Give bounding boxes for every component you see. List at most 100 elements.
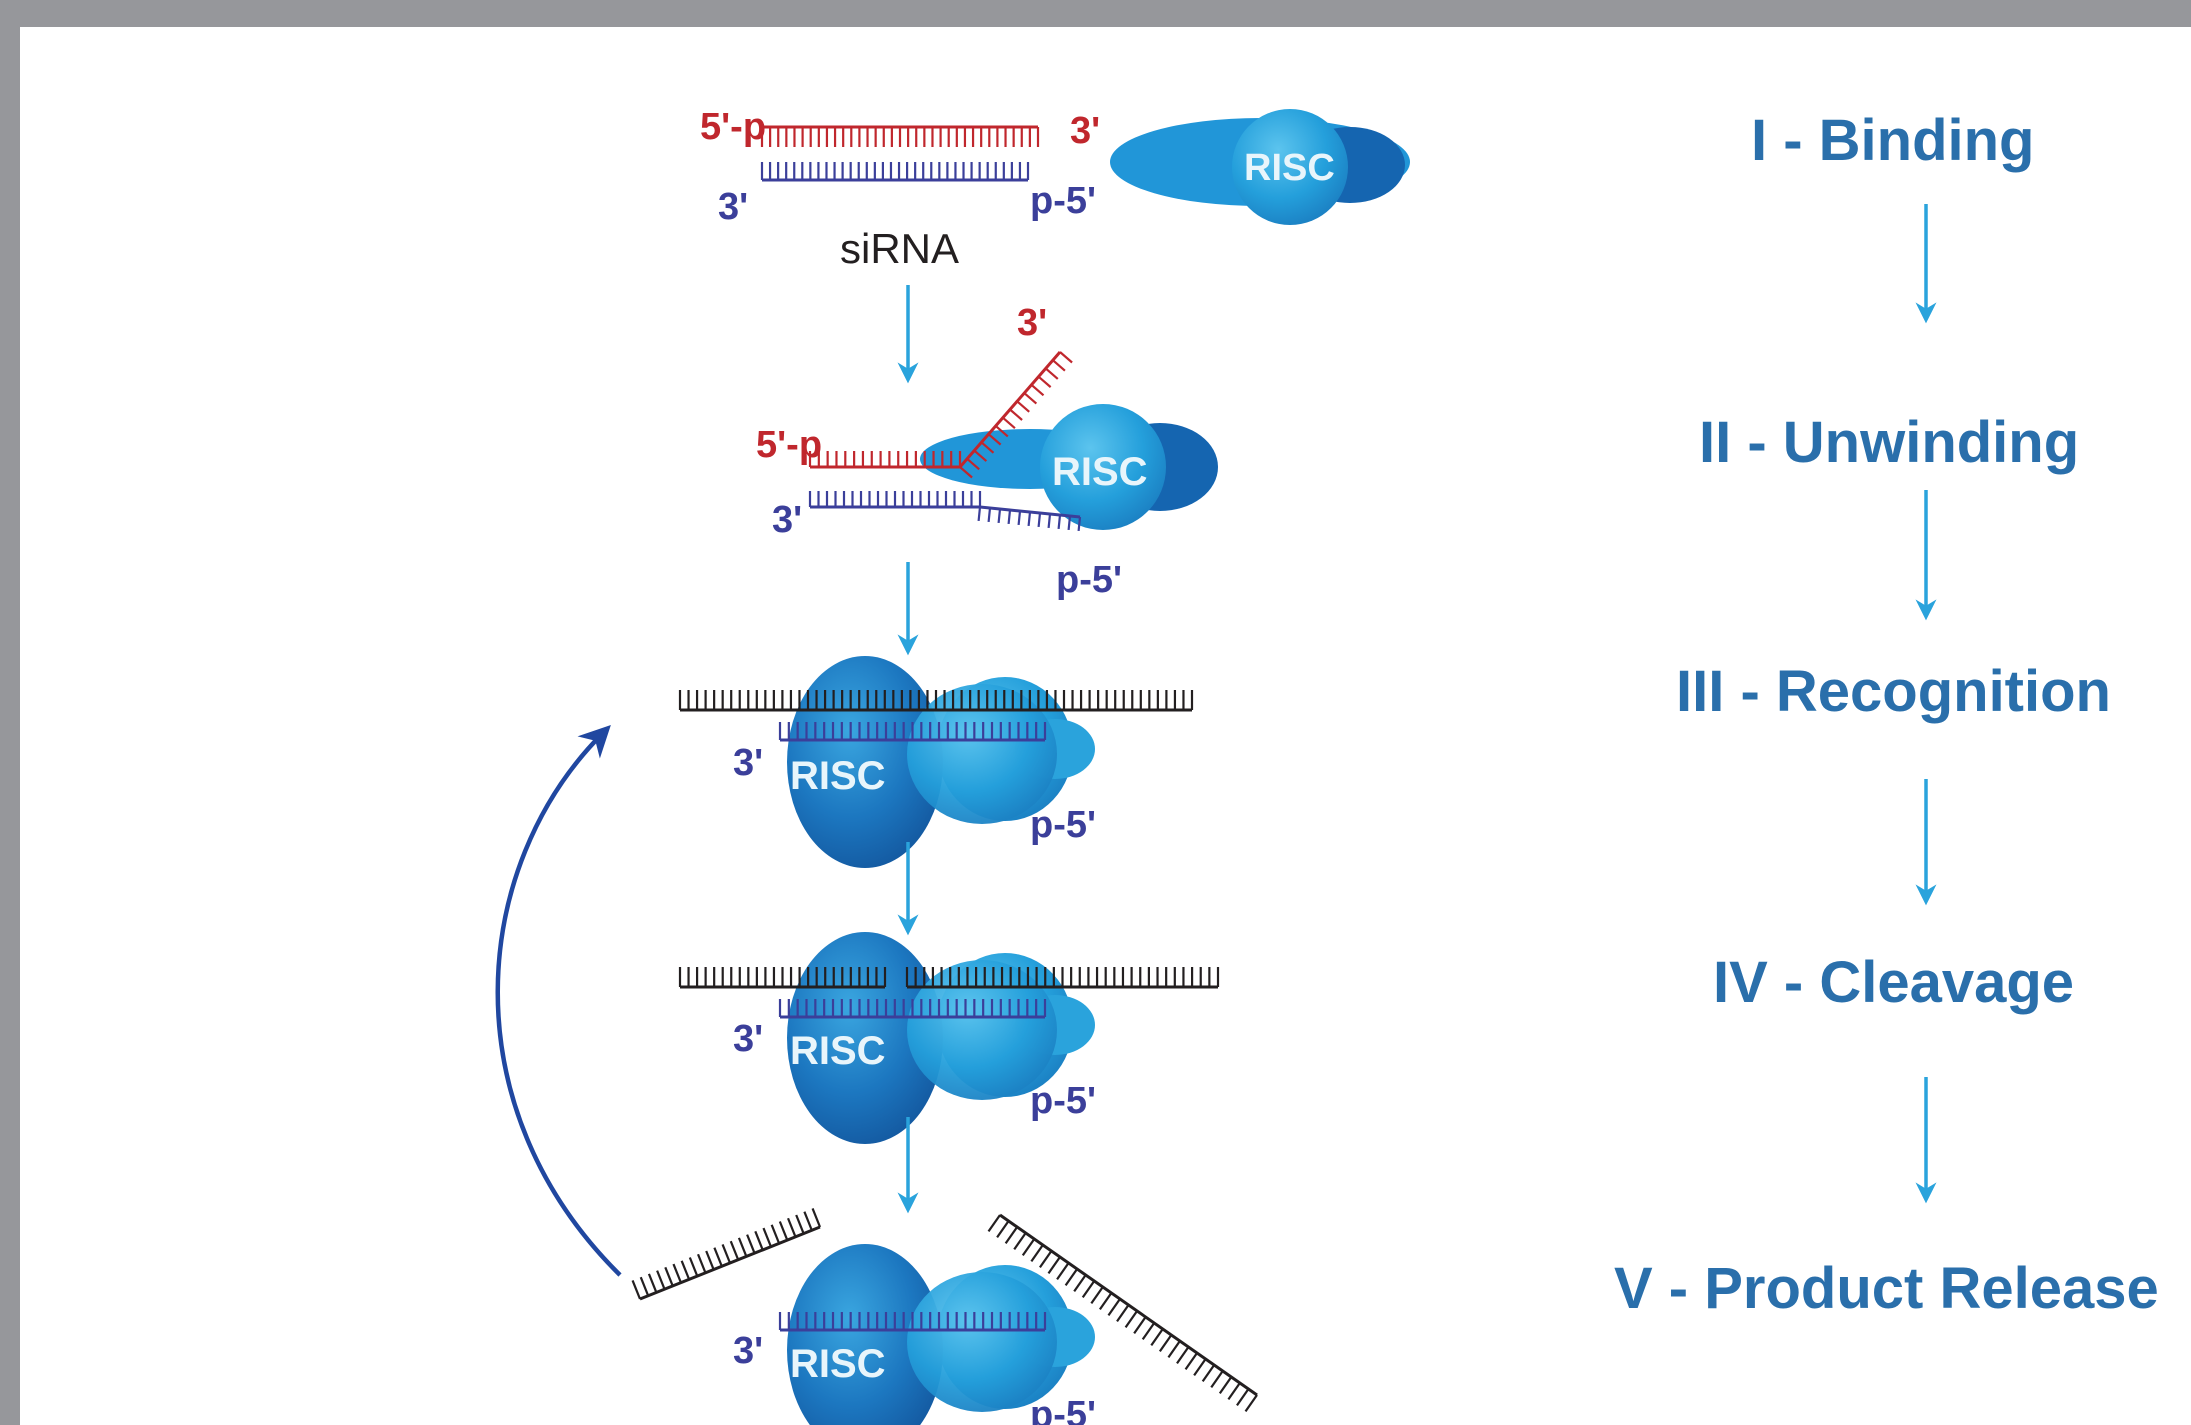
three-prime-label: 3': [718, 186, 748, 228]
risc-complex: RISC: [920, 404, 1218, 530]
base-tick: [1098, 1292, 1113, 1311]
risc-label: RISC: [790, 754, 886, 798]
three-prime-label: 3': [1070, 110, 1100, 152]
base-tick: [1081, 1280, 1096, 1299]
base-tick: [1073, 1274, 1087, 1293]
target-mrna: [678, 690, 1194, 712]
risc-label: RISC: [790, 1342, 886, 1386]
base-tick: [762, 1227, 772, 1248]
base-tick: [1064, 1268, 1079, 1287]
three-prime-label: 3': [733, 1018, 763, 1060]
base-tick: [1021, 1238, 1036, 1257]
base-tick: [1210, 1370, 1224, 1389]
p-five-label: p-5': [1056, 559, 1122, 601]
recycle-arrow: [495, 725, 622, 1277]
base-tick: [1016, 400, 1030, 413]
base-tick: [1047, 1256, 1061, 1275]
base-tick: [1077, 516, 1082, 532]
p-five-label: p-5': [1030, 1394, 1096, 1425]
base-tick: [1030, 1244, 1044, 1263]
risc-complex: RISC: [1110, 109, 1410, 225]
base-tick: [647, 1273, 658, 1293]
base-tick: [1158, 1334, 1173, 1353]
base-tick: [697, 1253, 707, 1274]
stage-binding: 5'-p 3' 3' p-5' siRNA RISC: [700, 106, 1410, 272]
step-label-cleavage: IV - Cleavage: [1713, 950, 2075, 1015]
stage-unwinding: RISC 5'-p 3' 3' p-5': [756, 302, 1218, 601]
base-tick: [1057, 514, 1062, 530]
base-tick: [1141, 1322, 1156, 1341]
base-tick: [1193, 1358, 1207, 1377]
base-tick: [1052, 359, 1066, 372]
risc-complex: RISC: [787, 1244, 1095, 1425]
base-tick: [1124, 1310, 1138, 1329]
p-five-label: p-5': [1030, 180, 1096, 222]
base-tick: [795, 1214, 805, 1234]
figure-frame: 5'-p 3' 3' p-5' siRNA RISC RISC 5'-p 3': [20, 27, 2191, 1425]
base-tick: [1184, 1352, 1198, 1371]
sense-strand: [808, 351, 1073, 479]
base-tick: [1244, 1394, 1258, 1413]
base-tick: [656, 1270, 666, 1290]
risc-label: RISC: [1244, 147, 1335, 189]
step-label-product-release: V - Product Release: [1614, 1256, 2159, 1321]
five-p-label: 5'-p: [700, 106, 766, 148]
base-tick: [664, 1266, 674, 1287]
three-prime-label: 3': [733, 742, 763, 784]
base-tick: [1167, 1340, 1181, 1359]
stage-product-release: RISC 3' p-5': [631, 1208, 1258, 1425]
stage-recognition: RISC 3' p-5': [678, 656, 1194, 868]
p-five-label: p-5': [1030, 1080, 1096, 1122]
risc-label: RISC: [1052, 450, 1148, 494]
base-tick: [1107, 1298, 1121, 1317]
base-tick: [1059, 351, 1073, 364]
base-tick: [1037, 512, 1042, 528]
base-tick: [987, 433, 1002, 446]
stage-cleavage: RISC 3' p-5': [678, 932, 1220, 1144]
base-tick: [980, 441, 995, 454]
base-tick: [770, 1224, 781, 1244]
guide-strand: [778, 999, 1047, 1019]
base-tick: [1002, 416, 1016, 430]
base-tick: [1017, 510, 1022, 526]
base-tick: [966, 457, 980, 471]
five-p-label: 5'-p: [756, 424, 822, 466]
base-tick: [705, 1250, 715, 1270]
base-tick: [1236, 1388, 1250, 1407]
base-tick: [1056, 1262, 1070, 1281]
risc-label: RISC: [790, 1029, 886, 1073]
step-label-unwinding: II - Unwinding: [1699, 410, 2080, 475]
base-tick: [1067, 515, 1072, 531]
base-tick: [1047, 513, 1052, 529]
base-tick: [973, 449, 988, 462]
sense-strand: [760, 125, 1040, 147]
base-tick: [1013, 1232, 1027, 1251]
base-tick: [713, 1247, 723, 1267]
base-tick: [737, 1237, 748, 1257]
step-label-recognition: III - Recognition: [1676, 659, 2111, 724]
base-tick: [680, 1260, 691, 1280]
base-tick: [778, 1221, 789, 1241]
base-tick: [1116, 1304, 1130, 1323]
three-prime-label: 3': [733, 1330, 763, 1372]
base-tick: [977, 506, 982, 522]
base-tick: [639, 1276, 650, 1297]
base-tick: [803, 1211, 813, 1231]
base-tick: [1039, 1250, 1053, 1269]
base-tick: [721, 1244, 732, 1264]
base-tick: [746, 1234, 756, 1254]
base-tick: [787, 1217, 797, 1238]
base-tick: [1027, 511, 1032, 527]
base-tick: [811, 1208, 822, 1228]
base-tick: [1201, 1364, 1216, 1383]
base-tick: [987, 507, 992, 523]
base-tick: [672, 1263, 682, 1284]
base-tick: [1218, 1376, 1233, 1395]
p-five-label: p-5': [1030, 804, 1096, 846]
base-tick: [1004, 1226, 1019, 1245]
antisense-strand: [760, 162, 1030, 182]
base-tick: [729, 1240, 740, 1261]
released-fragment-right: [987, 1213, 1258, 1413]
released-fragment-left: [631, 1208, 822, 1301]
base-tick: [996, 1220, 1010, 1239]
